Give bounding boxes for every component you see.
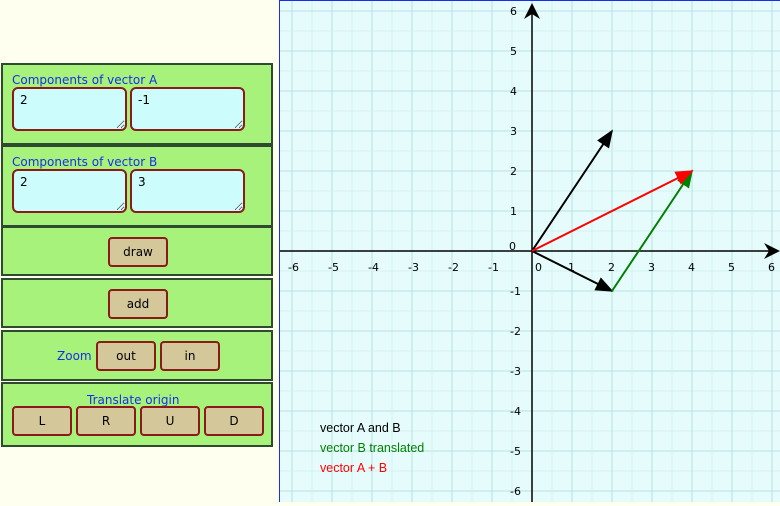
y-axis-arrow [524, 3, 540, 19]
x-tick-label: 5 [728, 261, 735, 274]
x-tick-label: -6 [288, 261, 299, 274]
vector-a-title: Components of vector A [12, 73, 158, 87]
y-tick-label: 6 [510, 5, 517, 18]
x-tick-label: 6 [768, 261, 775, 274]
y-tick-label: -1 [510, 285, 521, 298]
x-tick-label: 0 [535, 261, 542, 274]
axes [280, 3, 780, 502]
x-tick-label: 2 [608, 261, 615, 274]
vector-plot: -6 -5 -4 -3 -2 -1 0 1 2 3 4 5 6 6 5 4 3 2 1 0 -1 -2 -3 -4 -5 -6 v… [251, 1, 780, 502]
y-tick-label: 5 [510, 45, 517, 58]
x-tick-label: 3 [648, 261, 655, 274]
y-tick-label: 1 [510, 205, 517, 218]
zoom-in-button[interactable]: in [160, 341, 220, 371]
x-tick-label: -3 [408, 261, 419, 274]
add-panel: add [1, 278, 273, 328]
legend-item: vector B translated [320, 441, 424, 455]
vector-a-x-field[interactable] [12, 87, 127, 131]
legend-item: vector A + B [320, 461, 387, 475]
legend-item: vector A and B [320, 421, 401, 435]
y-tick-label: -3 [510, 365, 521, 378]
x-tick-label: -4 [368, 261, 379, 274]
draw-panel: draw [1, 226, 273, 276]
y-tick-label: 3 [510, 125, 517, 138]
vector-b [531, 129, 613, 252]
y-tick-label: -2 [510, 325, 521, 338]
translate-panel: Translate origin L R U D [1, 382, 273, 447]
vectors [531, 129, 694, 292]
translate-down-button[interactable]: D [204, 406, 264, 436]
legend: vector A and B vector B translated vector … [320, 421, 424, 475]
vector-a-y-field[interactable] [130, 87, 245, 131]
vector-b-title: Components of vector B [12, 155, 158, 169]
x-tick-label: -1 [488, 261, 499, 274]
y-tick-label: 2 [510, 165, 517, 178]
translate-right-button[interactable]: R [76, 406, 136, 436]
translate-title: Translate origin [87, 393, 180, 407]
vector-b-y-field[interactable] [130, 169, 245, 213]
tick-labels: -6 -5 -4 -3 -2 -1 0 1 2 3 4 5 6 6 5 4 3 2 1 0 -1 -2 -3 -4 -5 -6 [288, 5, 775, 498]
zoom-panel: Zoom out in [1, 330, 273, 381]
x-tick-label: 4 [688, 261, 695, 274]
y-tick-label: 4 [510, 85, 517, 98]
vector-b-panel: Components of vector B [1, 145, 273, 227]
y-tick-label: -4 [510, 405, 521, 418]
translate-left-button[interactable]: L [12, 406, 72, 436]
zoom-label: Zoom [57, 349, 92, 363]
vector-a-b [531, 170, 694, 252]
y-tick-label: -6 [510, 485, 521, 498]
zoom-out-button[interactable]: out [96, 341, 156, 371]
translate-up-button[interactable]: U [140, 406, 200, 436]
add-button[interactable]: add [108, 289, 168, 319]
vector-a [531, 250, 614, 292]
x-axis-arrow [764, 243, 780, 259]
vector-a-panel: Components of vector A [1, 63, 273, 145]
vector-b-x-field[interactable] [12, 169, 127, 213]
x-tick-label: -5 [328, 261, 339, 274]
y-tick-label: -5 [510, 445, 521, 458]
x-tick-label: -2 [448, 261, 459, 274]
y-tick-label: 0 [509, 240, 516, 253]
x-tick-label: 1 [568, 261, 575, 274]
draw-button[interactable]: draw [108, 237, 168, 267]
graph-canvas[interactable]: -6 -5 -4 -3 -2 -1 0 1 2 3 4 5 6 6 5 4 3 2 1 0 -1 -2 -3 -4 -5 -6 v… [251, 0, 780, 502]
vector-b-translated [611, 169, 693, 292]
